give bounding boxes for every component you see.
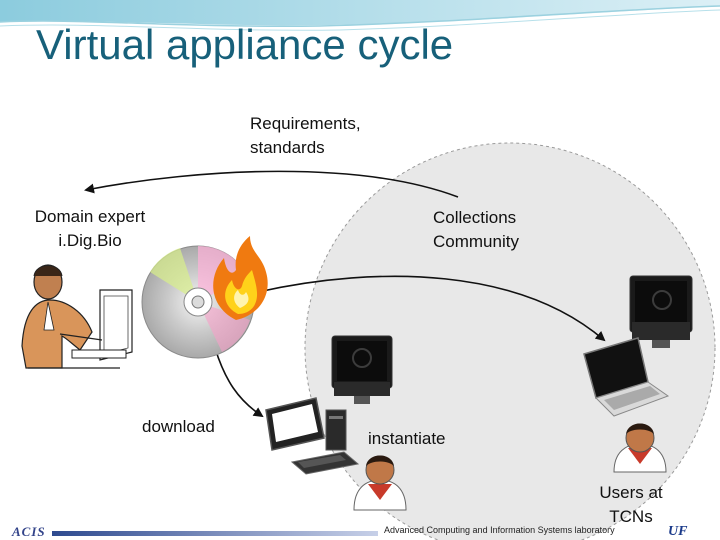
user-icon-right (613, 423, 667, 473)
label-domain-expert: Domain expert i.Dig.Bio (22, 205, 158, 253)
community-circle (304, 142, 716, 540)
arrow-publish (257, 275, 606, 342)
uf-logo: UF (668, 524, 688, 539)
desktop-pc-icon (265, 397, 360, 475)
label-collections-line2: Community (433, 232, 519, 251)
footer-lab-name: Advanced Computing and Information Syste… (384, 525, 615, 535)
label-requirements: Requirements, standards (250, 112, 361, 160)
monitor-icon-left (331, 335, 393, 404)
label-requirements-line1: Requirements, (250, 114, 361, 133)
flame-icon (213, 236, 268, 320)
label-users-line2: TCNs (609, 507, 653, 526)
arrow-download (214, 347, 264, 418)
label-instantiate: instantiate (368, 429, 446, 448)
monitor-icon-right (629, 275, 693, 348)
acis-logo: ACIS (12, 524, 46, 539)
header-wave (0, 0, 720, 31)
label-domain-expert-line2: i.Dig.Bio (58, 231, 122, 250)
laptop-icon (583, 337, 670, 417)
footer-accent-bar (52, 531, 378, 536)
label-domain-expert-line1: Domain expert (34, 207, 146, 226)
label-users-line1: Users at (599, 483, 663, 502)
label-collections-line1: Collections (433, 208, 517, 227)
label-requirements-line2: standards (250, 138, 325, 157)
user-icon-center (353, 455, 407, 511)
label-collections: Collections Community (433, 206, 519, 254)
person-at-computer-icon (21, 264, 133, 369)
label-users: Users at TCNs (586, 481, 676, 529)
arrow-requirements (84, 170, 459, 198)
slide-title: Virtual appliance cycle (36, 21, 454, 68)
label-download: download (142, 417, 215, 436)
